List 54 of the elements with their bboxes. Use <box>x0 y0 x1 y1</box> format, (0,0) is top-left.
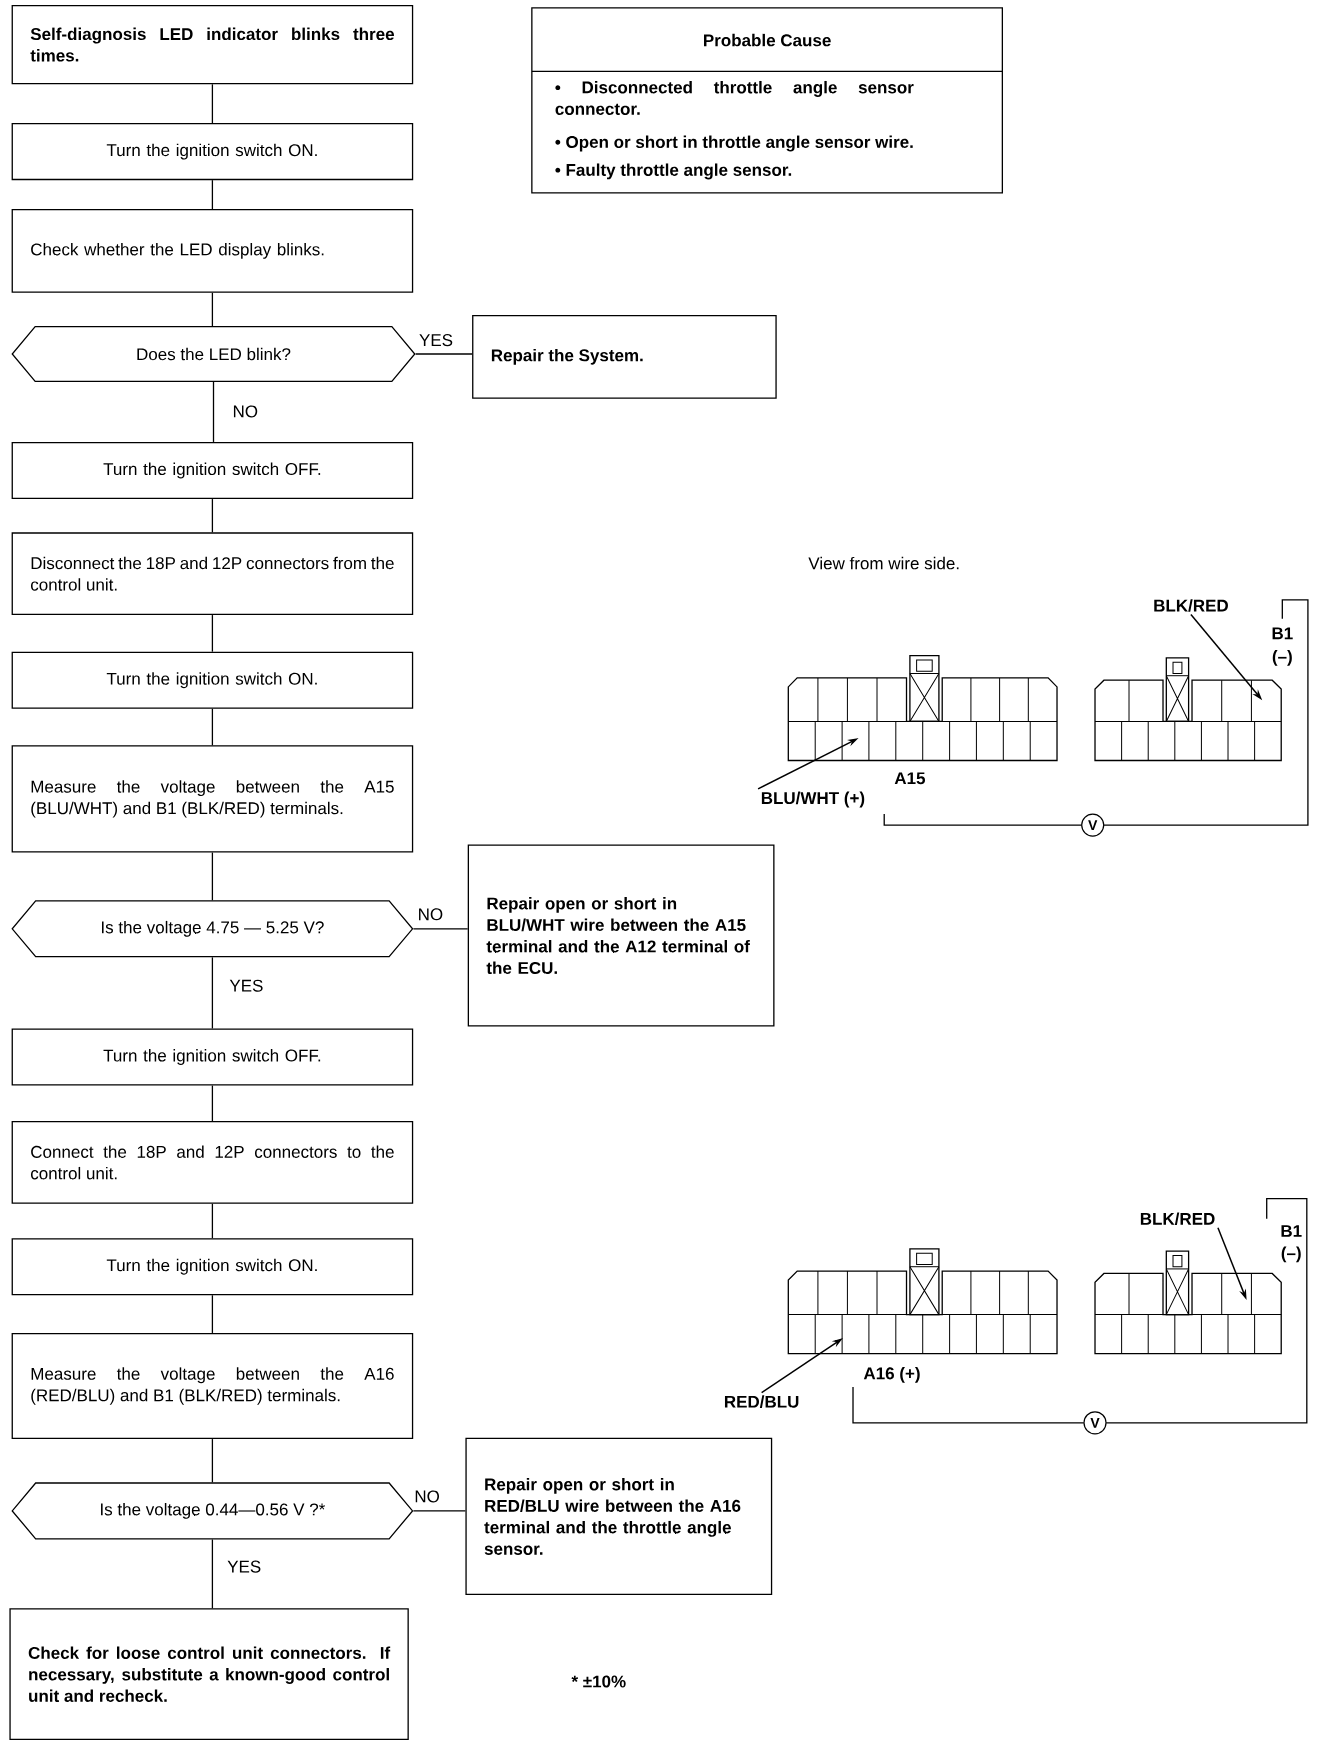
connector-line <box>211 292 214 327</box>
note-text: View from wire side. <box>808 556 959 570</box>
connector-line <box>211 1294 214 1334</box>
connector-line <box>412 928 469 930</box>
edge-label: YES <box>226 1559 263 1574</box>
process-box: Measure the voltage between the A15 (BLU/WHT) and B1 (BLK/RED) terminals. <box>11 745 414 853</box>
connector-line <box>211 179 214 210</box>
wire-color-label: BLK/RED <box>1140 1212 1215 1226</box>
terminal-label: A16 (+) <box>863 1366 920 1383</box>
process-box: Disconnect the 18P and 12P connectors from the control unit. <box>11 532 414 616</box>
edge-label: NO <box>413 1489 441 1504</box>
connector-line <box>212 381 215 443</box>
process-box: Check whether the LED display blinks. <box>11 209 414 293</box>
edge-label: NO <box>416 907 445 922</box>
process-box: Measure the voltage between the A16 (RED/BLU) and B1 (BLK/RED) terminals. <box>11 1332 414 1440</box>
terminal-label: B1 <box>1281 1225 1302 1237</box>
process-box: Repair open or short in RED/BLU wire between the A16 terminal and the throttle angle sensor. <box>465 1437 773 1596</box>
cause-table: Probable Cause • Disconnected throttle angle sensor connector. • Open or short in throttle angle sensor wire. • Faulty throttle angle sensor. <box>531 7 1004 194</box>
connector-line <box>211 1538 214 1609</box>
process-box: Turn the ignition switch OFF. <box>11 441 414 500</box>
wire-color-label: BLK/RED <box>1154 599 1228 612</box>
process-box: Connect the 18P and 12P connectors to the control unit. <box>11 1121 414 1204</box>
connector-line <box>211 83 214 124</box>
connector-line <box>211 1203 214 1239</box>
connector-line <box>211 851 214 901</box>
edge-label: NO <box>231 404 260 419</box>
connector-line <box>414 353 473 355</box>
wire-color-label: RED/BLU <box>725 1395 799 1408</box>
connector-line <box>211 956 214 1030</box>
decision-box: Is the voltage 0.44—0.56 V ?* <box>11 1482 414 1540</box>
footnote-text: * ±10% <box>571 1675 626 1688</box>
process-box: Repair the System. <box>472 314 777 399</box>
edge-label: YES <box>418 333 454 348</box>
terminal-label: (–) <box>1281 1246 1301 1263</box>
process-box: Turn the ignition switch OFF. <box>11 1028 414 1086</box>
process-box: Repair open or short in BLU/WHT wire between the A15 terminal and the A12 terminal of the ECU. <box>467 844 775 1027</box>
connector-line <box>211 498 214 533</box>
process-box: Turn the ignition switch ON. <box>11 651 414 709</box>
decision-box: Does the LED blink? <box>11 326 416 382</box>
terminal-label: (–) <box>1272 650 1292 666</box>
terminal-label: A15 <box>894 772 926 785</box>
connector-line <box>412 1510 467 1512</box>
connector-line <box>211 614 214 653</box>
process-box: Self-diagnosis LED indicator blinks three times. <box>11 4 414 85</box>
connector-line <box>211 1438 214 1483</box>
decision-box: Is the voltage 4.75 — 5.25 V? <box>11 900 414 958</box>
process-box: Check for loose control unit connectors. If necessary, substitute a known-good control unit and recheck. <box>9 1608 409 1741</box>
connector-line <box>211 708 214 746</box>
wire-color-label: BLU/WHT (+) <box>761 791 865 808</box>
edge-label: YES <box>228 978 265 993</box>
connector-line <box>211 1084 214 1122</box>
process-box: Turn the ignition switch ON. <box>11 1238 414 1296</box>
terminal-label: B1 <box>1272 627 1293 640</box>
process-box: Turn the ignition switch ON. <box>11 123 414 181</box>
